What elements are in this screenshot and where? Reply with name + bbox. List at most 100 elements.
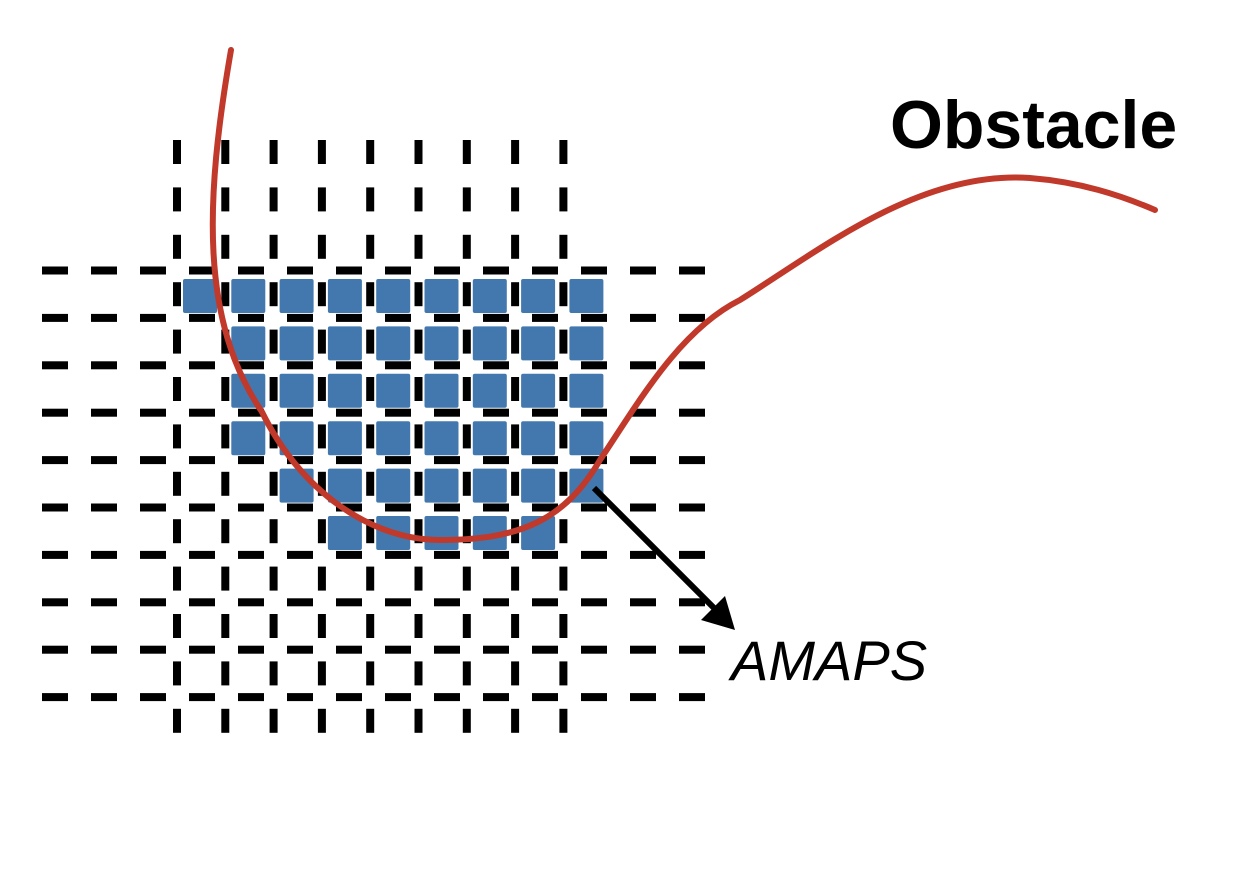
grid-vertical-dash — [173, 566, 181, 591]
grid-vertical-dash — [559, 471, 568, 496]
grid-vertical-dash — [173, 424, 181, 449]
grid-vertical-dash — [462, 471, 471, 496]
highlighted-cell — [424, 421, 459, 456]
grid-horizontal-dash — [189, 598, 215, 607]
grid-horizontal-dash — [140, 693, 166, 702]
grid-vertical-dash — [269, 377, 278, 401]
grid-vertical-dash — [366, 424, 375, 449]
grid-vertical-dash — [414, 187, 423, 212]
grid-vertical-dash — [317, 708, 326, 733]
grid-vertical-dash — [559, 566, 568, 591]
grid-horizontal-dash — [483, 645, 509, 654]
grid-vertical-dash — [462, 329, 471, 354]
grid-horizontal-dash — [189, 503, 215, 512]
highlighted-cell — [569, 373, 604, 408]
grid-horizontal-dash — [42, 598, 68, 607]
grid-horizontal-dash — [532, 408, 558, 417]
grid-vertical-dash — [511, 708, 520, 733]
highlighted-cell — [327, 468, 362, 503]
grid-vertical-dash — [462, 140, 471, 164]
grid-vertical-dash — [221, 187, 230, 212]
highlighted-cell — [279, 373, 314, 408]
grid-vertical-dash — [221, 708, 230, 733]
highlighted-cell — [472, 279, 507, 313]
grid-horizontal-dash — [238, 313, 264, 322]
grid-horizontal-dash — [581, 693, 607, 702]
grid-vertical-dash — [317, 329, 326, 354]
grid-horizontal-dash — [483, 456, 509, 465]
grid-horizontal-dash — [483, 361, 509, 370]
grid-horizontal-dash — [385, 550, 411, 559]
grid-horizontal-dash — [140, 550, 166, 559]
grid-horizontal-dash — [581, 456, 607, 465]
grid-vertical-dash — [317, 566, 326, 591]
grid-vertical-dash — [559, 519, 568, 544]
grid-horizontal-dash — [483, 313, 509, 322]
grid-horizontal-dash — [287, 503, 313, 512]
grid-horizontal-dash — [336, 313, 362, 322]
grid-horizontal-dash — [679, 361, 705, 370]
grid-horizontal-dash — [630, 313, 656, 322]
highlighted-cell — [231, 421, 266, 456]
grid-vertical-dash — [414, 329, 423, 354]
grid-horizontal-dash — [91, 266, 117, 275]
highlighted-cell — [183, 279, 217, 313]
grid-horizontal-dash — [189, 361, 215, 370]
highlighted-cell — [424, 279, 459, 313]
grid-horizontal-dash — [532, 456, 558, 465]
grid-horizontal-dash — [581, 361, 607, 370]
grid-horizontal-dash — [238, 456, 264, 465]
grid-vertical-dash — [173, 471, 181, 496]
grid-horizontal-dash — [385, 408, 411, 417]
grid-vertical-dash — [559, 140, 568, 164]
grid-horizontal-dash — [434, 693, 460, 702]
grid-horizontal-dash — [287, 550, 313, 559]
highlighted-cell — [521, 468, 556, 503]
grid-horizontal-dash — [189, 693, 215, 702]
highlighted-cell — [472, 468, 507, 503]
highlighted-cell — [472, 516, 507, 550]
grid-horizontal-dash — [581, 503, 607, 512]
grid-horizontal-dash — [336, 361, 362, 370]
grid-vertical-dash — [559, 708, 568, 733]
grid-horizontal-dash — [287, 361, 313, 370]
grid-horizontal-dash — [287, 408, 313, 417]
grid-horizontal-dash — [581, 266, 607, 275]
grid-horizontal-dash — [630, 693, 656, 702]
grid-horizontal-dash — [581, 550, 607, 559]
grid-vertical-dash — [317, 282, 326, 307]
grid-horizontal-dash — [140, 361, 166, 370]
grid-vertical-dash — [511, 140, 520, 164]
grid-vertical-dash — [366, 187, 375, 212]
amaps-label: AMAPS — [728, 629, 927, 692]
grid-vertical-dash — [511, 282, 520, 307]
grid-horizontal-dash — [91, 456, 117, 465]
grid-vertical-dash — [414, 377, 423, 401]
grid-horizontal-dash — [483, 598, 509, 607]
grid-vertical-dash — [414, 519, 423, 544]
grid-horizontal-dash — [91, 598, 117, 607]
grid-horizontal-dash — [189, 645, 215, 654]
grid-horizontal-dash — [42, 313, 68, 322]
highlighted-cell — [521, 421, 556, 456]
grid-vertical-dash — [462, 282, 471, 307]
grid-horizontal-dash — [532, 361, 558, 370]
grid-vertical-dash — [221, 329, 230, 354]
grid-horizontal-dash — [679, 645, 705, 654]
highlighted-cell — [279, 421, 314, 456]
grid-vertical-dash — [559, 329, 568, 354]
grid-vertical-dash — [366, 140, 375, 164]
grid-vertical-dash — [366, 471, 375, 496]
grid-vertical-dash — [511, 566, 520, 591]
grid-horizontal-dash — [336, 598, 362, 607]
grid-horizontal-dash — [140, 503, 166, 512]
grid-horizontal-dash — [630, 456, 656, 465]
grid-vertical-dash — [317, 140, 326, 164]
grid-vertical-dashes — [173, 140, 568, 733]
grid-horizontal-dash — [42, 361, 68, 370]
grid-vertical-dash — [414, 424, 423, 449]
grid-vertical-dash — [173, 708, 181, 733]
grid-horizontal-dash — [238, 408, 264, 417]
grid-vertical-dash — [511, 234, 520, 259]
grid-horizontal-dash — [679, 266, 705, 275]
